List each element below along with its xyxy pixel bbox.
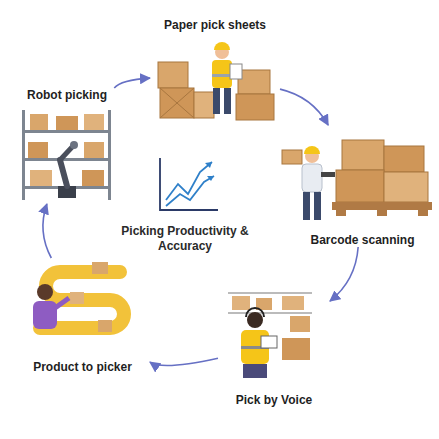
- pallet-boxes: [332, 140, 432, 216]
- cycle-arrow: [330, 247, 358, 301]
- station-node: Pick by Voice: [218, 285, 330, 407]
- cycle-arrow: [280, 89, 328, 125]
- robot-arm: [58, 141, 78, 198]
- station-label: Product to picker: [33, 360, 132, 374]
- station-label: Pick by Voice: [236, 393, 312, 407]
- shelving-unit: [22, 110, 111, 200]
- chart-icon: [160, 158, 218, 210]
- shelf-boxes: [228, 292, 312, 360]
- worker-figure: [282, 146, 335, 220]
- worker-figure: [241, 308, 277, 378]
- station-node: Product to picker: [15, 258, 150, 374]
- cycle-arrow: [114, 78, 150, 88]
- station-label: Barcode scanning: [310, 233, 414, 247]
- worker-figure: [212, 42, 242, 114]
- station-label: Robot picking: [27, 88, 107, 102]
- station-label: Paper pick sheets: [164, 18, 266, 32]
- center-caption: Picking Productivity & Accuracy: [120, 224, 250, 254]
- station-node: Barcode scanning: [290, 125, 435, 247]
- station-node: Robot picking: [8, 88, 126, 204]
- worker-figure: [33, 284, 69, 329]
- cycle-arrow: [43, 204, 51, 258]
- station-node: Paper pick sheets: [150, 18, 280, 130]
- cycle-arrow: [150, 358, 218, 365]
